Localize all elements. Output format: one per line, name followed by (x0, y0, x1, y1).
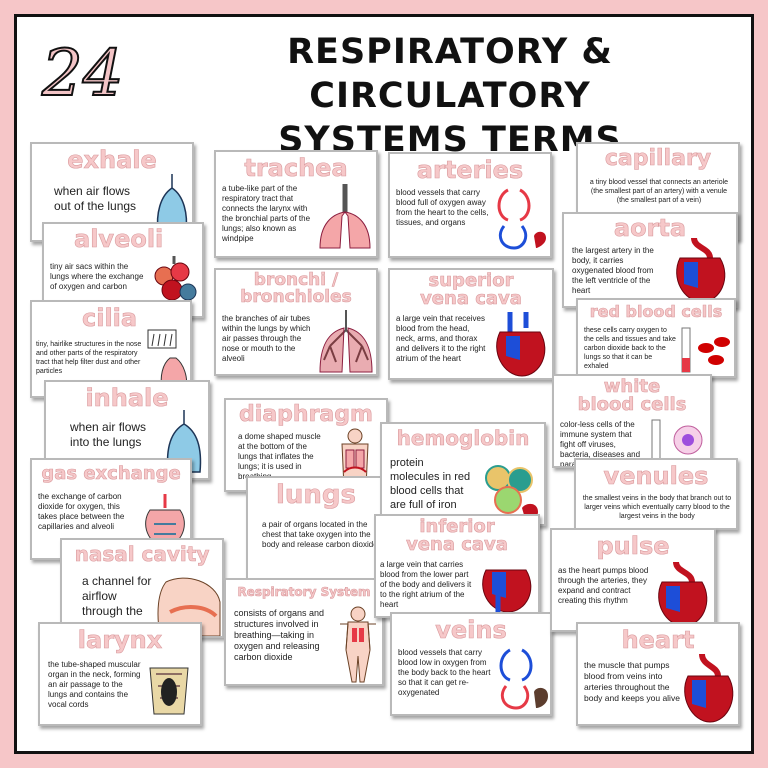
heart-illustration (684, 654, 734, 723)
card-bronchi: bronchi / bronchioles the branches of ai… (214, 268, 378, 376)
card-arteries: arteries blood vessels that carry blood … (388, 152, 552, 258)
card-term-line-2: blood cells (577, 394, 687, 415)
heart-illustration (496, 312, 546, 377)
card-term: inhale (85, 384, 169, 412)
card-definition: a tube-like part of the respiratory trac… (222, 184, 311, 243)
card-definition: a tiny blood vessel that connects an art… (589, 179, 729, 204)
card-hemoglobin: hemoglobin protein molecules in red bloo… (380, 422, 546, 526)
heart-illustration (676, 238, 726, 303)
card-term-line-1: white (603, 376, 661, 397)
card-respiratory-system: Respiratory System consists of organs an… (224, 578, 384, 686)
card-definition: a dome shaped muscle at the bottom of th… (238, 432, 321, 481)
card-definition: these cells carry oxygen to the cells an… (584, 327, 676, 370)
alveoli-illustration (154, 256, 197, 301)
card-term: alveoli (74, 225, 164, 253)
card-definition: when air flows out of the lungs (54, 184, 137, 213)
white-blood-cell-illustration (651, 419, 703, 465)
card-definition: the largest artery in the body, it carri… (572, 246, 654, 295)
term-count: 24 (41, 36, 124, 112)
card-term-line-1: inferior (419, 516, 495, 537)
card-larynx: larynx the tube-shaped muscular organ in… (38, 622, 202, 726)
title-line-1: RESPIRATORY & CIRCULATORY (287, 32, 613, 116)
card-definition: a large vein that receives blood from th… (396, 314, 486, 363)
card-definition: the branches of air tubes within the lun… (222, 314, 311, 363)
body-illustration (340, 606, 376, 683)
card-definition: when air flows into the lungs (70, 420, 147, 449)
card-term: exhale (67, 146, 157, 174)
card-white-blood-cells: white blood cells color-less cells of th… (552, 374, 712, 468)
card-term: lungs (275, 480, 357, 510)
card-term: aorta (613, 214, 687, 242)
card-term: pulse (596, 532, 670, 560)
card-heart: heart the muscle that pumps blood from v… (576, 622, 740, 726)
card-definition: blood vessels that carry blood full of o… (396, 188, 489, 227)
circulation-illustration (499, 648, 548, 710)
card-definition: tiny, hairlike structures in the nose an… (36, 341, 142, 375)
card-term: veins (435, 616, 507, 644)
card-definition: blood vessels that carry blood low in ox… (398, 648, 491, 697)
card-term: Respiratory System (237, 585, 371, 599)
card-term: gas exchange (41, 463, 181, 484)
heart-illustration (658, 562, 708, 627)
card-term: cilia (82, 304, 138, 332)
card-venules: venules the smallest veins in the body t… (574, 458, 738, 530)
card-term: capillary (604, 146, 712, 171)
card-term: trachea (244, 154, 348, 182)
card-red-blood-cells: red blood cells these cells carry oxygen… (576, 298, 736, 378)
hemoglobin-molecule-illustration (485, 465, 538, 522)
card-definition: tiny air sacs within the lungs where the… (50, 262, 144, 291)
card-term-line-1: bronchi / (253, 270, 339, 290)
trachea-lungs-illustration (319, 184, 371, 249)
card-inferior-vena-cava: inferior vena cava a large vein that car… (374, 514, 540, 618)
card-definition: a large vein that carries blood from the… (380, 560, 472, 609)
card-definition: consists of organs and structures involv… (234, 608, 325, 662)
bronchi-illustration (319, 310, 373, 373)
larynx-illustration (149, 667, 189, 715)
card-term: arteries (416, 156, 524, 184)
nasal-cavity-illustration (157, 577, 221, 636)
card-superior-vena-cava: superior vena cava a large vein that rec… (388, 268, 554, 380)
red-blood-cells-illustration (681, 327, 730, 373)
card-definition: a pair of organs located in the chest th… (262, 520, 378, 549)
card-definition: protein molecules in red blood cells tha… (390, 457, 471, 511)
card-trachea: trachea a tube-like part of the respirat… (214, 150, 378, 258)
card-term-line-1: superior (428, 270, 514, 291)
card-veins: veins blood vessels that carry blood low… (390, 612, 552, 716)
card-definition: as the heart pumps blood through the art… (558, 566, 649, 605)
card-term: nasal cavity (74, 542, 210, 566)
card-definition: the exchange of carbon dioxide for oxyge… (38, 492, 125, 531)
card-term: heart (621, 626, 695, 654)
circulation-illustration (497, 188, 546, 250)
card-aorta: aorta the largest artery in the body, it… (562, 212, 738, 308)
card-term-line-2: bronchioles (240, 287, 352, 307)
card-term-line-2: vena cava (420, 288, 522, 309)
card-definition: the smallest veins in the body that bran… (582, 495, 732, 520)
card-pulse: pulse as the heart pumps blood through t… (550, 528, 716, 632)
heart-illustration (482, 569, 532, 616)
card-lungs: lungs a pair of organs located in the ch… (246, 476, 386, 580)
card-term: venules (603, 462, 709, 490)
card-term: diaphragm (239, 402, 374, 427)
card-definition: the tube-shaped muscular organ in the ne… (48, 660, 141, 709)
card-term: hemoglobin (396, 426, 530, 450)
cilia-illustration (147, 329, 187, 387)
card-term: red blood cells (589, 302, 723, 321)
card-term: larynx (77, 626, 163, 654)
card-term-line-2: vena cava (406, 534, 508, 555)
card-definition: the muscle that pumps blood from veins i… (584, 660, 680, 703)
